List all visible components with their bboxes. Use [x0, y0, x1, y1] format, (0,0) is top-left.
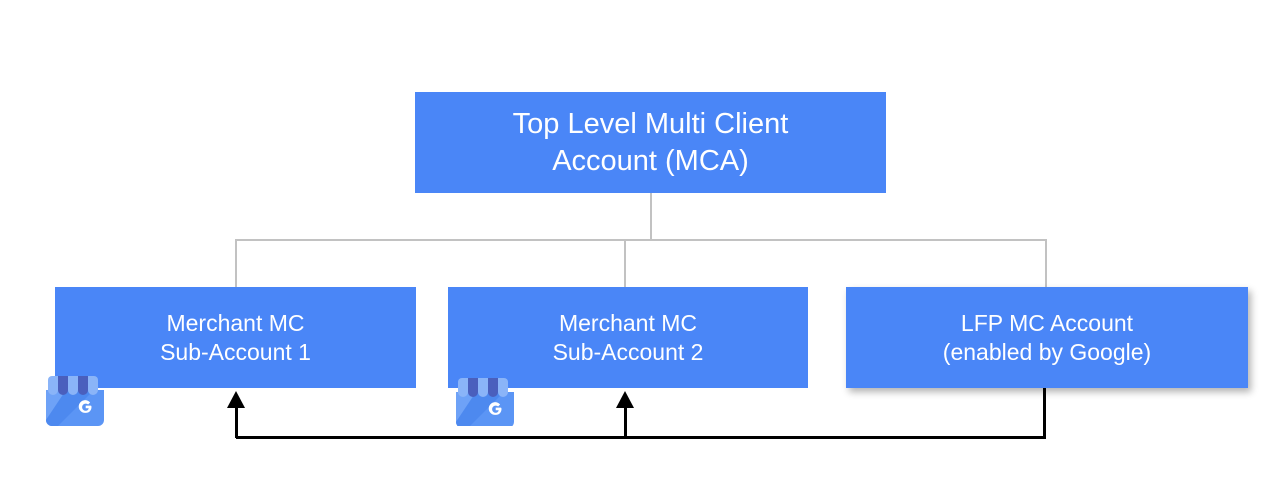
- node-merchant-mc-sub-account-2[interactable]: Merchant MC Sub-Account 2: [448, 287, 808, 388]
- connector-horizontal-bus: [235, 239, 1047, 241]
- node-lfp-mc-account[interactable]: LFP MC Account (enabled by Google): [846, 287, 1248, 388]
- node-merchant-mc-sub-account-1[interactable]: Merchant MC Sub-Account 1: [55, 287, 416, 388]
- google-business-profile-icon: [38, 362, 112, 436]
- node-merchant-mc-sub-account-1-label: Merchant MC Sub-Account 1: [160, 309, 311, 365]
- connector-drop-sub1: [235, 239, 237, 288]
- flow-riser-to-sub1: [235, 400, 238, 438]
- flow-riser-to-sub2: [624, 400, 627, 438]
- google-business-profile-icon: [448, 364, 520, 426]
- connector-drop-lfp: [1045, 239, 1047, 288]
- flow-rail-lfp-to-subaccounts: [236, 436, 1046, 439]
- connector-drop-sub2: [624, 239, 626, 288]
- letter-g: [488, 402, 502, 415]
- connector-mca-stem: [650, 193, 652, 241]
- arrowhead-into-sub1: [227, 391, 245, 408]
- flow-riser-from-lfp: [1043, 388, 1046, 438]
- node-merchant-mc-sub-account-2-label: Merchant MC Sub-Account 2: [552, 309, 704, 365]
- letter-g: [78, 400, 92, 413]
- node-lfp-mc-account-label: LFP MC Account (enabled by Google): [942, 309, 1152, 365]
- node-top-level-mca-label: Top Level Multi Client Account (MCA): [512, 107, 789, 177]
- node-top-level-mca[interactable]: Top Level Multi Client Account (MCA): [415, 92, 886, 193]
- arrowhead-into-sub2: [616, 391, 634, 408]
